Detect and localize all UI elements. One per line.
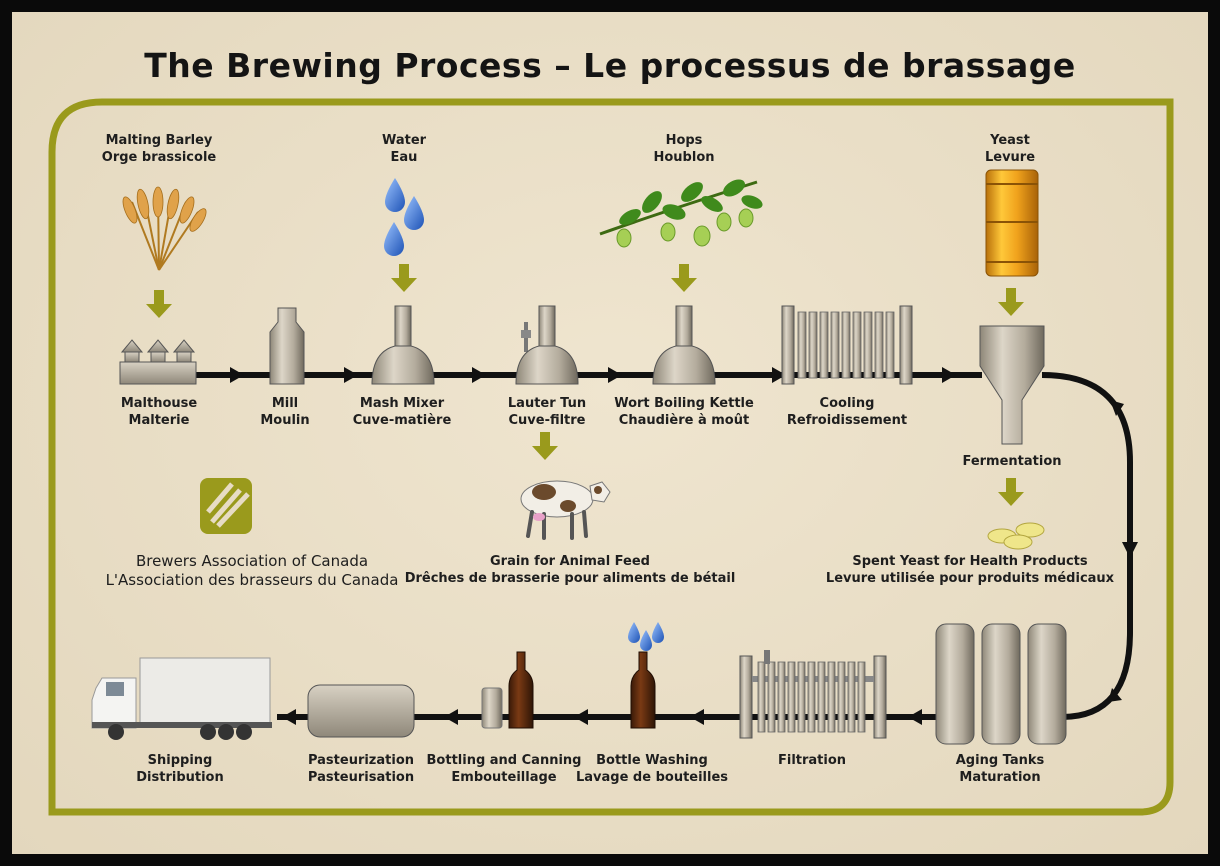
water-drops-icon <box>384 178 424 256</box>
hops-icon <box>599 179 763 248</box>
barley-icon <box>122 186 207 271</box>
cooling-icon <box>781 305 913 385</box>
label-filtration: Filtration <box>777 753 847 768</box>
wort-kettle-icon <box>652 305 716 385</box>
mill-icon <box>269 307 305 385</box>
yeast-barrel-icon <box>985 169 1039 277</box>
truck-icon <box>91 657 272 740</box>
frame-border <box>48 98 1174 816</box>
flow-line-loop <box>1041 372 1133 720</box>
malthouse-icon <box>119 339 197 385</box>
cow-icon <box>520 480 611 540</box>
filtration-icon <box>739 650 887 739</box>
input-arrows <box>146 264 1024 506</box>
bottling-icon <box>481 651 534 729</box>
brewing-diagram <box>48 98 1174 816</box>
label-fermentation: Fermentation <box>962 454 1062 469</box>
association-logo <box>200 478 252 534</box>
lauter-tun-icon <box>515 305 579 385</box>
bottle-washing-icon <box>628 622 664 729</box>
pasteurization-icon <box>307 684 415 738</box>
flow-arrows <box>230 367 1138 725</box>
spent-yeast-icon <box>987 522 1045 550</box>
aging-tanks-icon <box>935 623 1067 745</box>
page-title: The Brewing Process – Le processus de br… <box>144 46 1076 85</box>
poster: The Brewing Process – Le processus de br… <box>12 12 1208 854</box>
fermentation-icon <box>979 325 1045 445</box>
mash-mixer-icon <box>371 305 435 385</box>
